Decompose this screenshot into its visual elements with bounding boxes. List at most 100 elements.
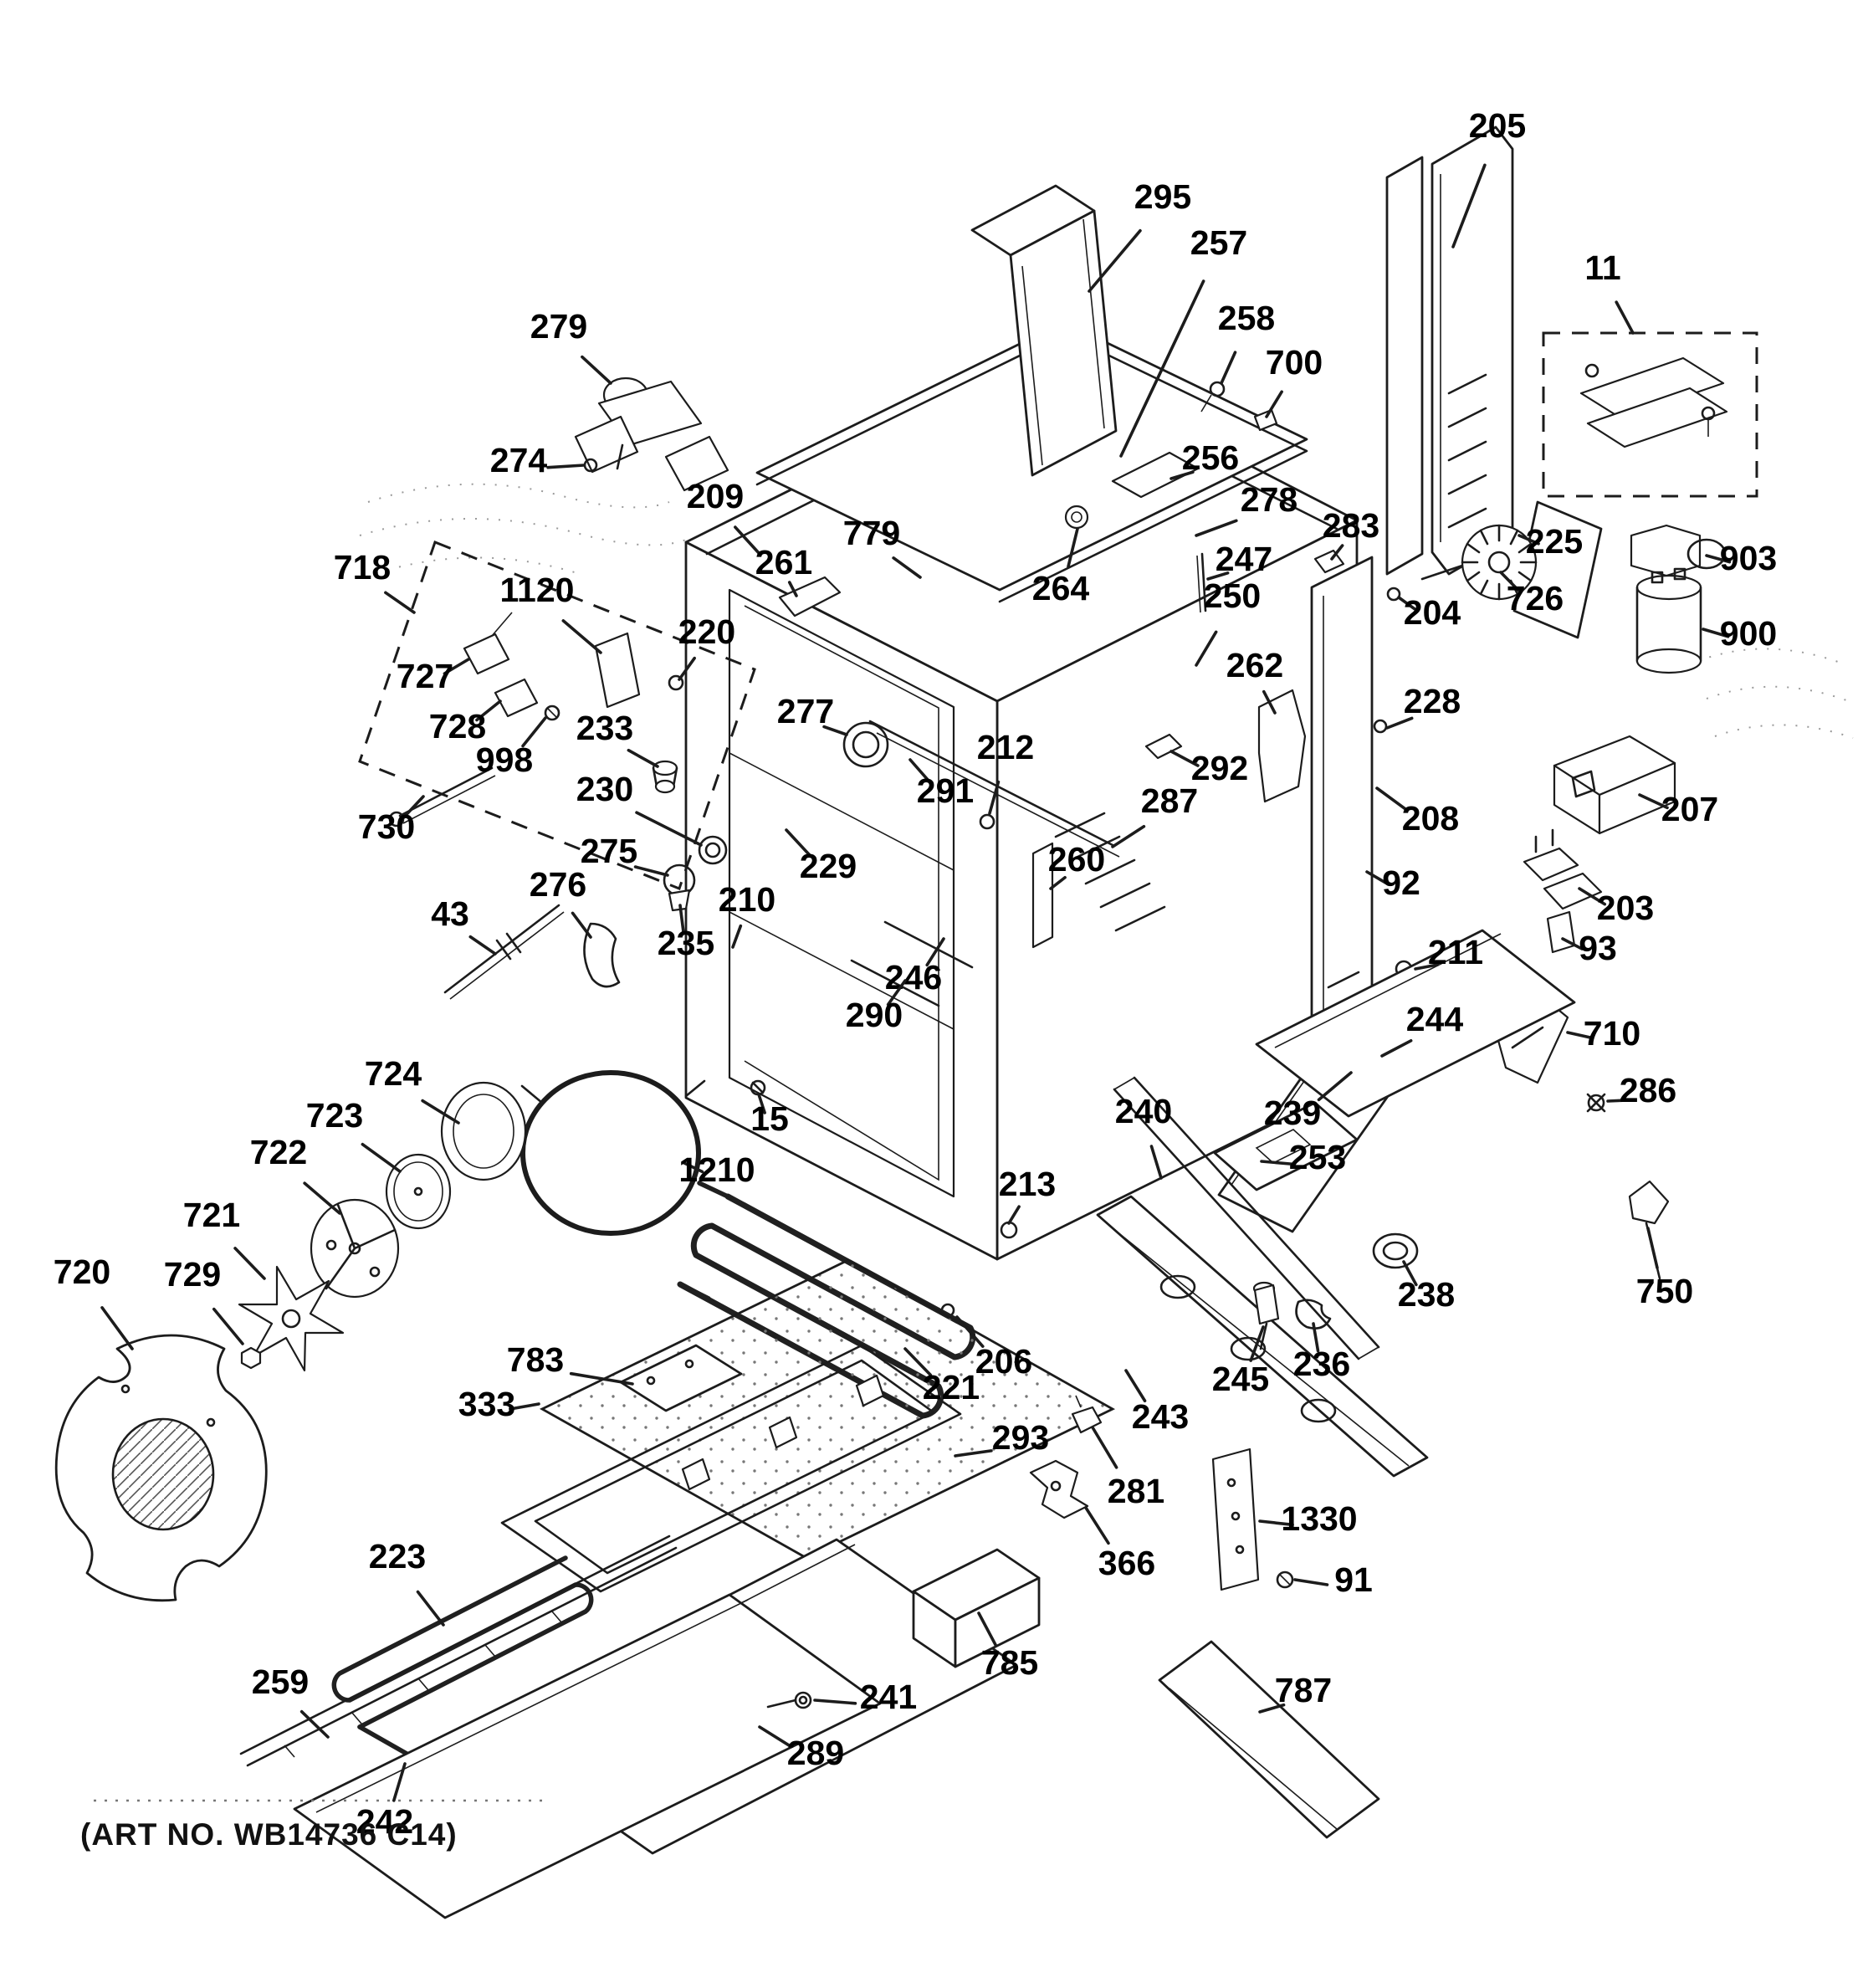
part-label-729: 729 xyxy=(164,1255,221,1294)
leader-line-212 xyxy=(988,780,1001,815)
leader-line-295 xyxy=(1088,228,1142,293)
part-label-228: 228 xyxy=(1404,682,1461,720)
leader-line-93 xyxy=(1561,937,1584,950)
leader-line-1120 xyxy=(561,619,602,654)
switch-203 xyxy=(1523,828,1603,954)
leader-line-779 xyxy=(892,556,922,579)
part-label-1330: 1330 xyxy=(1281,1499,1357,1538)
part-label-253: 253 xyxy=(1289,1138,1346,1176)
labels-layer: 2051129525725870025627828326424725026220… xyxy=(54,106,1777,1841)
leader-line-998 xyxy=(521,716,547,748)
leader-line-228 xyxy=(1385,716,1414,730)
leader-line-900 xyxy=(1702,628,1730,638)
part-label-207: 207 xyxy=(1661,790,1718,828)
part-label-211: 211 xyxy=(1428,933,1483,971)
leader-line-235 xyxy=(678,904,685,933)
part-label-290: 290 xyxy=(846,996,903,1034)
leader-line-274 xyxy=(546,464,586,469)
leader-line-290 xyxy=(886,979,907,1007)
vent-duct xyxy=(970,184,1278,477)
part-label-260: 260 xyxy=(1048,840,1105,879)
part-label-93: 93 xyxy=(1579,929,1617,967)
part-label-206: 206 xyxy=(975,1342,1032,1381)
part-label-245: 245 xyxy=(1212,1360,1269,1398)
louver-vents xyxy=(1054,812,1166,932)
part-label-903: 903 xyxy=(1720,539,1777,577)
leader-line-289 xyxy=(758,1725,792,1748)
small-parts-lower-right xyxy=(1252,1232,1419,1350)
ignitor-box-11 xyxy=(1542,331,1758,498)
leader-line-787 xyxy=(1258,1703,1286,1714)
part-label-243: 243 xyxy=(1132,1397,1189,1436)
part-label-261: 261 xyxy=(755,543,812,582)
part-label-242: 242 xyxy=(356,1802,413,1841)
leader-line-242 xyxy=(392,1762,407,1802)
leader-line-208 xyxy=(1375,786,1408,812)
part-label-240: 240 xyxy=(1115,1092,1172,1130)
part-label-92: 92 xyxy=(1382,863,1420,902)
part-label-278: 278 xyxy=(1241,480,1297,519)
part-label-208: 208 xyxy=(1402,799,1459,838)
part-label-250: 250 xyxy=(1204,576,1261,615)
part-label-244: 244 xyxy=(1406,1000,1464,1038)
leader-line-727 xyxy=(443,658,470,675)
leader-line-293 xyxy=(954,1449,993,1458)
part-label-723: 723 xyxy=(306,1096,363,1135)
leader-line-783 xyxy=(569,1371,634,1386)
fan-stack xyxy=(54,1081,527,1602)
leader-line-241 xyxy=(813,1699,857,1705)
leader-line-91 xyxy=(1293,1578,1329,1586)
part-label-726: 726 xyxy=(1507,579,1564,617)
part-label-785: 785 xyxy=(981,1643,1038,1682)
part-label-276: 276 xyxy=(530,865,586,904)
part-label-259: 259 xyxy=(252,1663,309,1701)
leader-line-750 xyxy=(1646,1227,1659,1270)
plate-1330 xyxy=(1211,1447,1294,1591)
part-label-239: 239 xyxy=(1264,1094,1321,1132)
leader-line-210 xyxy=(731,924,743,949)
leader-line-213 xyxy=(1007,1205,1021,1225)
leader-line-262 xyxy=(1262,689,1277,715)
part-label-750: 750 xyxy=(1636,1272,1693,1310)
leader-line-239 xyxy=(1317,1071,1353,1102)
part-label-722: 722 xyxy=(250,1133,307,1171)
leader-line-220 xyxy=(678,656,696,681)
part-label-204: 204 xyxy=(1404,593,1461,632)
part-label-277: 277 xyxy=(777,692,834,730)
leader-line-205 xyxy=(1451,163,1487,248)
part-label-787: 787 xyxy=(1275,1671,1332,1709)
leader-line-903 xyxy=(1705,554,1732,564)
leader-line-253 xyxy=(1260,1160,1294,1166)
part-label-279: 279 xyxy=(530,307,587,346)
leader-line-211 xyxy=(1414,963,1440,971)
part-label-283: 283 xyxy=(1323,506,1379,545)
part-label-258: 258 xyxy=(1218,299,1275,337)
leader-line-1330 xyxy=(1258,1519,1294,1527)
part-label-220: 220 xyxy=(678,612,735,651)
panel-787 xyxy=(1158,1640,1380,1839)
leader-line-700 xyxy=(1265,390,1283,418)
part-label-721: 721 xyxy=(183,1196,240,1234)
part-label-779: 779 xyxy=(843,514,900,552)
part-label-241: 241 xyxy=(860,1678,917,1716)
leader-line-259 xyxy=(299,1709,330,1739)
part-label-15: 15 xyxy=(750,1099,789,1138)
part-label-213: 213 xyxy=(999,1165,1056,1203)
frame-293 xyxy=(500,1344,962,1593)
leader-line-15 xyxy=(757,1093,766,1114)
part-label-293: 293 xyxy=(992,1418,1049,1457)
leader-line-11 xyxy=(1615,300,1635,335)
leader-line-264 xyxy=(1067,527,1079,568)
part-label-900: 900 xyxy=(1720,614,1777,653)
part-label-264: 264 xyxy=(1032,569,1090,607)
part-label-205: 205 xyxy=(1469,106,1526,145)
part-label-221: 221 xyxy=(923,1368,980,1406)
bracket-903 xyxy=(1630,524,1727,577)
part-label-1210: 1210 xyxy=(678,1150,755,1189)
leader-line-287 xyxy=(1111,824,1146,848)
part-label-247: 247 xyxy=(1216,540,1272,578)
leader-line-722 xyxy=(303,1181,341,1215)
part-label-289: 289 xyxy=(787,1734,844,1772)
